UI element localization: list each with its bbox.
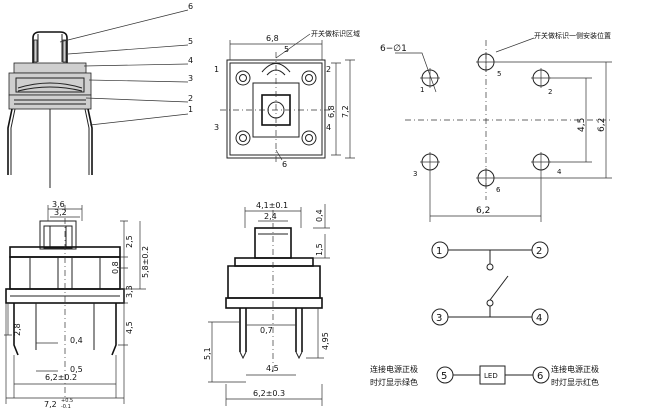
fp-dim-6-2-h: 6,2 xyxy=(476,206,490,216)
top-mark-5: 5 xyxy=(284,45,289,54)
fp-pin-3: 3 xyxy=(413,170,417,178)
callout-1: 1 xyxy=(188,105,193,114)
fv-dim-7-2-tol-dn: -0.1 xyxy=(61,404,71,410)
sv-dim-4-5: 4,5 xyxy=(266,364,279,373)
top-dim-height: 6,8 xyxy=(327,105,336,118)
top-mark-6: 6 xyxy=(282,160,287,169)
top-pin-3: 3 xyxy=(214,123,219,132)
sv-dim-0-7: 0,7 xyxy=(260,326,273,335)
fp-pin-2: 2 xyxy=(548,88,552,96)
sv-dim-4-95: 4,95 xyxy=(321,332,330,350)
right-note-2: 时灯显示红色 xyxy=(551,377,599,387)
fv-dim-0-8: 0,8 xyxy=(111,261,120,274)
fv-dim-0-5: 0,5 xyxy=(70,365,83,374)
sv-dim-6-2: 6,2±0.3 xyxy=(253,389,285,398)
sv-dim-1-5: 1,5 xyxy=(315,243,324,256)
fv-dim-6-2: 6,2±0.2 xyxy=(45,373,77,382)
top-dim-outer: 7,2 xyxy=(341,105,350,118)
callout-2: 2 xyxy=(188,94,193,103)
node-2: 2 xyxy=(536,246,542,257)
install-note: 开关做标识一侧安装位置 xyxy=(534,31,611,40)
fp-pin-6: 6 xyxy=(496,186,501,194)
fv-dim-7-2: 7,2 xyxy=(44,400,57,409)
sv-dim-4-1: 4,1±0.1 xyxy=(256,201,288,210)
fp-dim-4-5: 4,5 xyxy=(577,118,587,132)
fv-dim-3-2: 3,2 xyxy=(54,208,67,217)
fv-dim-4-5: 4,5 xyxy=(125,321,134,334)
node-1: 1 xyxy=(436,246,442,257)
pcb-footprint: 6−∅1 开关做标识一侧安装位置 5 2 3 4 6 1 4,5 6,2 6,2 xyxy=(380,31,612,222)
fv-dim-2-5: 2,5 xyxy=(125,235,134,248)
node-4: 4 xyxy=(536,313,542,324)
sv-dim-5-1: 5,1 xyxy=(203,347,212,360)
top-pin-4: 4 xyxy=(326,123,331,132)
side-view: 4,1±0.1 2,4 0,4 1,5 0,7 5,1 4,5 4,95 6,2… xyxy=(203,201,330,406)
callout-6: 6 xyxy=(188,2,193,11)
top-dim-width: 6,8 xyxy=(266,34,279,43)
fv-dim-3-3: 3,3 xyxy=(125,285,134,298)
left-note-1: 连接电源正极 xyxy=(370,364,418,374)
top-pin-1: 1 xyxy=(214,65,219,74)
callout-3: 3 xyxy=(188,74,193,83)
callout-4: 4 xyxy=(188,56,193,65)
callout-5: 5 xyxy=(188,37,193,46)
fv-dim-2-8: 2,8 xyxy=(13,323,22,336)
front-view: 3,6 3,2 2,5 5,8±0.2 0,8 3,3 4,5 2,8 0,4 … xyxy=(4,200,150,410)
section-view: 6 5 4 3 2 1 xyxy=(7,2,193,188)
top-pin-2: 2 xyxy=(326,65,331,74)
fv-dim-0-4: 0,4 xyxy=(70,336,83,345)
fv-dim-7-2-tol-up: +0.5 xyxy=(61,398,73,404)
fp-pin-4: 4 xyxy=(557,168,562,176)
schematic: 1 2 3 4 5 6 LED 连接电源正极 时灯显示绿色 连接电源正极 时灯显… xyxy=(370,241,599,387)
left-note-2: 时灯显示绿色 xyxy=(370,377,418,387)
right-note-1: 连接电源正极 xyxy=(551,364,599,374)
fv-dim-5-8: 5,8±0.2 xyxy=(141,246,150,278)
fv-dim-3-6: 3,6 xyxy=(52,200,65,209)
marking-zone-note: 开关做标识区域 xyxy=(311,29,360,38)
sv-dim-0-4: 0,4 xyxy=(315,209,324,222)
fp-pin-5: 5 xyxy=(497,70,501,78)
fp-pin-1: 1 xyxy=(420,86,424,94)
led-pin-6: 6 xyxy=(537,371,543,382)
led-label: LED xyxy=(484,372,498,380)
sv-dim-2-4: 2,4 xyxy=(264,212,277,221)
top-view: 6,8 6,8 7,2 开关做标识区域 1 2 3 4 5 6 xyxy=(214,29,360,169)
hole-label: 6−∅1 xyxy=(380,44,407,54)
node-3: 3 xyxy=(436,313,442,324)
led-pin-5: 5 xyxy=(441,371,447,382)
fp-dim-6-2-v: 6,2 xyxy=(597,118,607,132)
